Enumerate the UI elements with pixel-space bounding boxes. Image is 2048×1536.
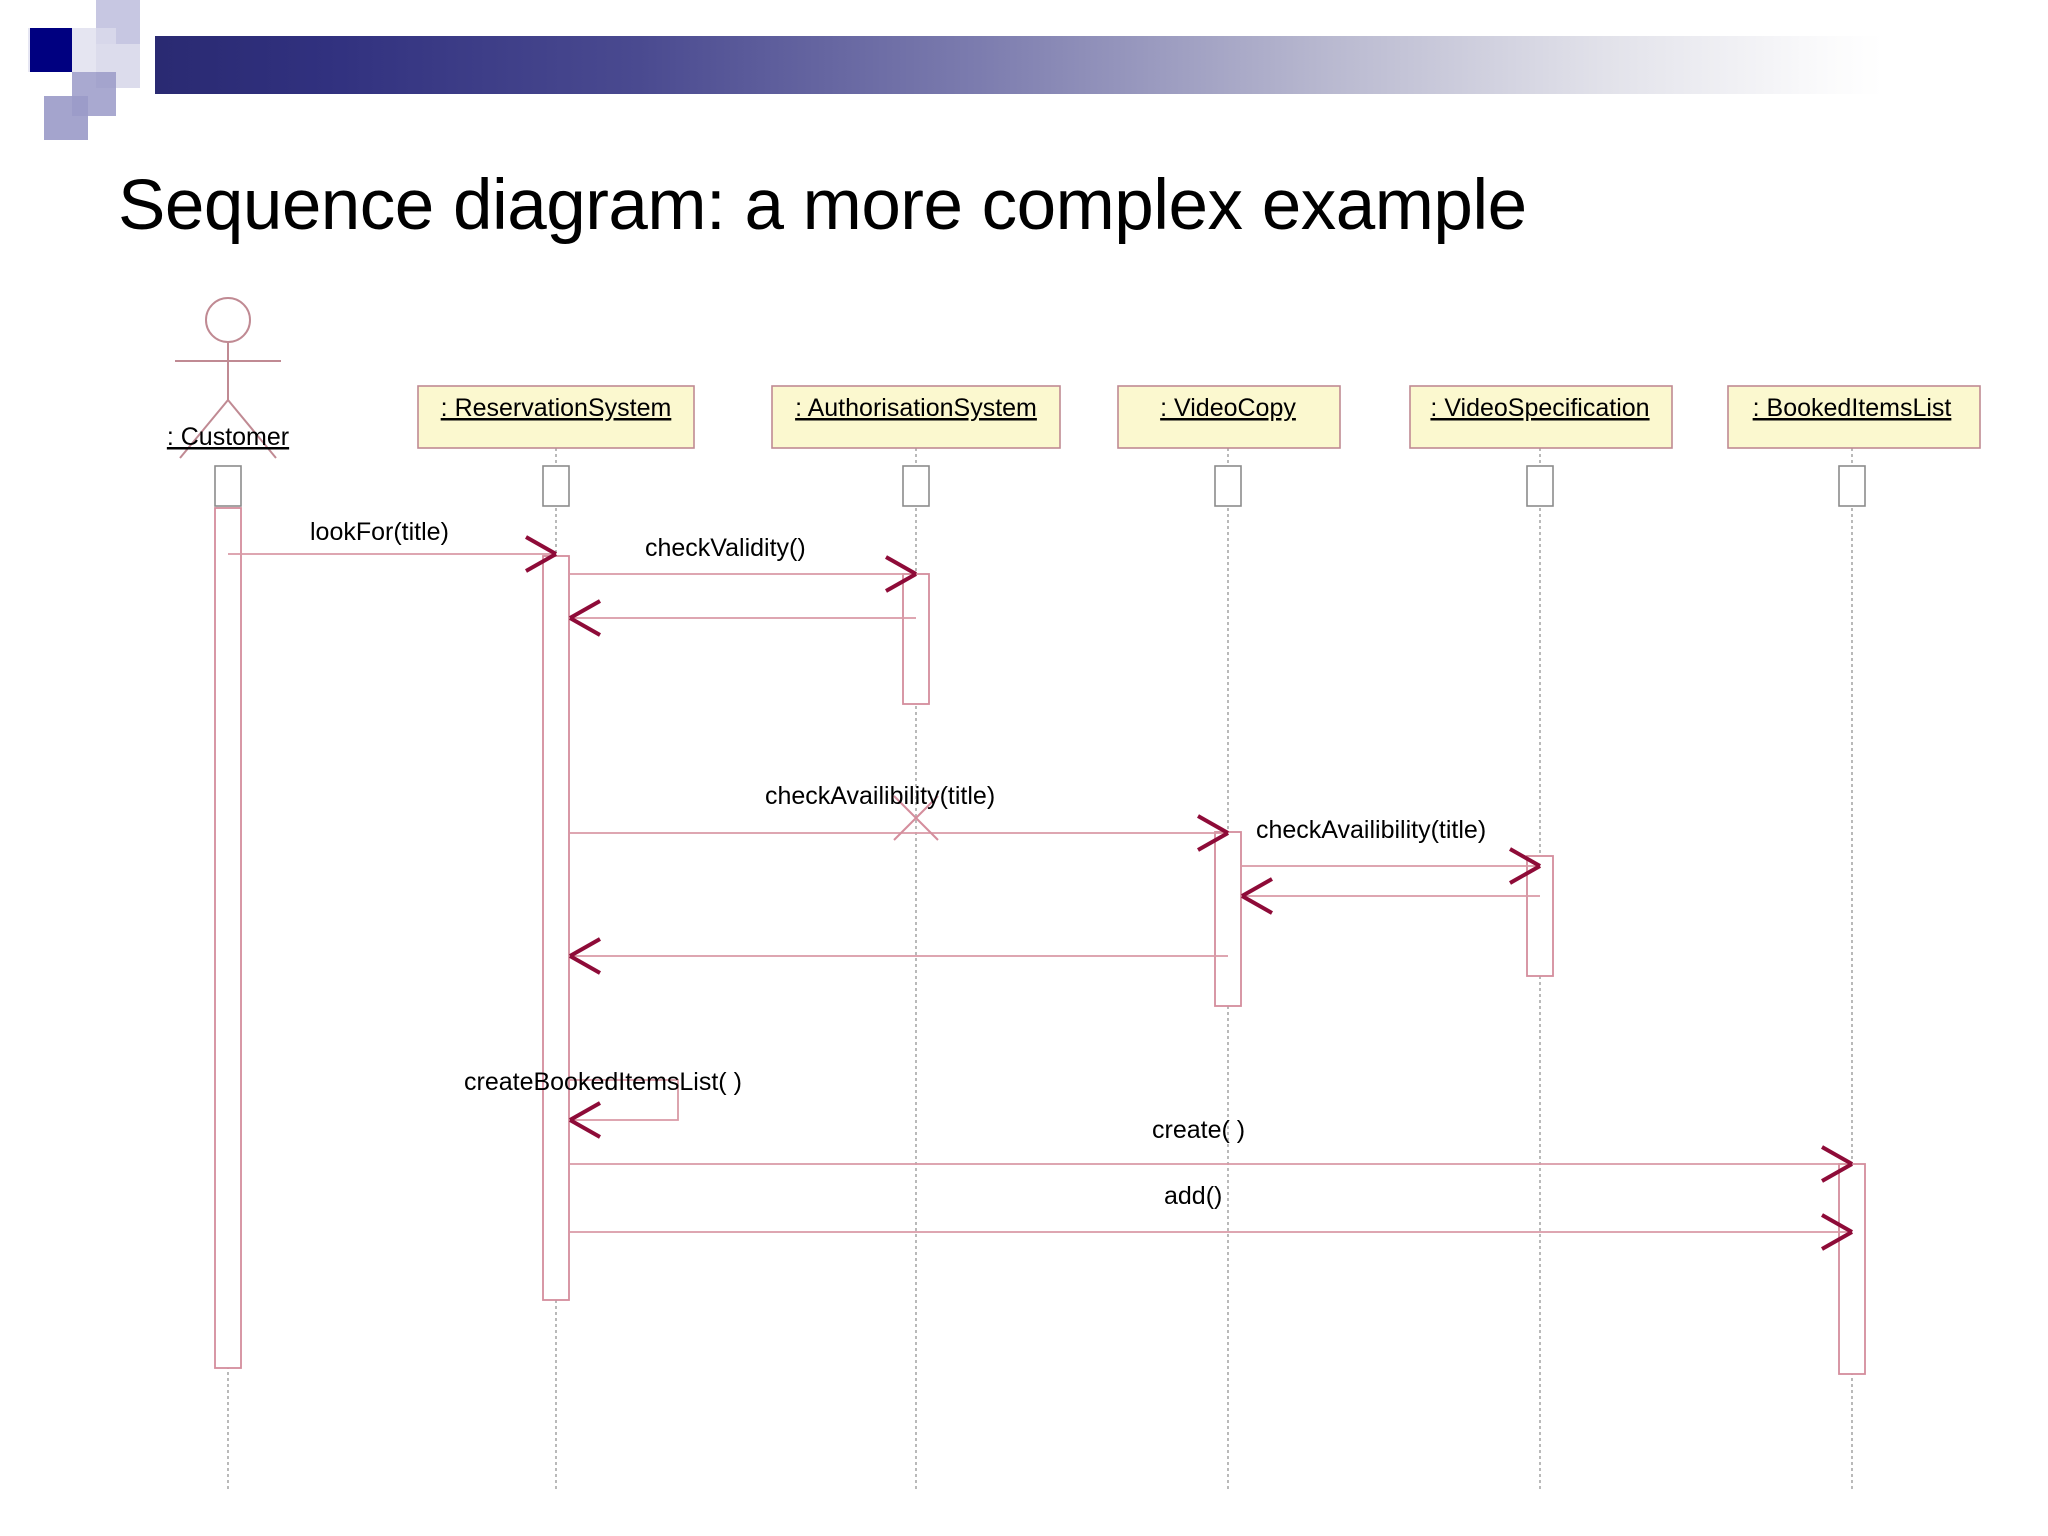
activation-booked-items-list — [1838, 1163, 1866, 1375]
message-create-booked-items-list-arrowhead — [569, 1101, 601, 1139]
page-title: Sequence diagram: a more complex example — [118, 166, 1527, 245]
lifeline-head-customer — [214, 465, 242, 507]
lifeline-head-video-specification — [1526, 465, 1554, 507]
message-create-arrowhead-upper — [1821, 1145, 1853, 1166]
lifeline-head-authorisation-system — [902, 465, 930, 507]
message-checkavailibility-copy-return-arrowhead — [569, 937, 601, 975]
participant-label-authorisation-system: : AuthorisationSystem — [795, 394, 1037, 422]
message-checkavailibility-spec-arrowhead-lower — [1509, 864, 1541, 885]
message-lookfor-arrowhead-lower — [525, 552, 557, 573]
participant-boxes-group — [417, 385, 1981, 449]
message-checkavailibility-spec-return-arrowhead — [1241, 877, 1273, 915]
lifelines-group — [227, 448, 1853, 1490]
message-checkvalidity-arrowhead-upper — [885, 555, 917, 576]
activation-authorisation-system — [902, 573, 930, 705]
participant-label-video-copy: : VideoCopy — [1160, 394, 1296, 422]
message-add-arrowhead — [1821, 1213, 1853, 1251]
lifeline-head-reservation-system — [542, 465, 570, 507]
message-checkavailibility-spec-arrowhead-upper — [1509, 847, 1541, 868]
activation-bars-group — [214, 507, 1866, 1375]
participant-box-video-copy[interactable] — [1117, 385, 1341, 449]
actor-leg-right-icon — [227, 399, 277, 459]
activation-video-copy — [1214, 831, 1242, 1007]
message-checkavailibility-copy-arrowhead — [1197, 814, 1229, 852]
participant-label-booked-items-list: : BookedItemsList — [1753, 394, 1952, 422]
message-create-booked-items-list-arrowhead-upper — [569, 1101, 601, 1122]
actor-head-icon — [205, 297, 251, 343]
message-lookfor-label: lookFor(title) — [310, 518, 449, 546]
message-create-booked-items-list-label: createBookedItemsList( ) — [464, 1068, 742, 1096]
message-checkvalidity-return-arrowhead-lower — [569, 616, 601, 637]
message-checkvalidity-arrowhead-lower — [885, 572, 917, 593]
lifeline-heads-group — [214, 465, 1866, 507]
message-checkavailibility-copy-label: checkAvailibility(title) — [765, 782, 995, 810]
actor-leg-left-icon — [179, 399, 229, 459]
message-create-arrowhead-lower — [1821, 1162, 1853, 1183]
message-add-arrowhead-lower — [1821, 1230, 1853, 1251]
message-checkavailibility-copy-return-arrowhead-upper — [569, 937, 601, 958]
messages-group — [228, 535, 1853, 1251]
activation-customer — [214, 507, 242, 1369]
lifeline-head-booked-items-list — [1838, 465, 1866, 507]
activation-reservation-system — [542, 555, 570, 1301]
actor-label-customer: : Customer — [167, 423, 289, 451]
message-checkvalidity-arrowhead — [885, 555, 917, 593]
activation-video-specification — [1526, 855, 1554, 977]
text-labels-group: : Customer : ReservationSystem : Authorisa… — [167, 394, 1952, 1210]
message-checkavailibility-copy-arrowhead-lower — [1197, 831, 1229, 852]
message-checkvalidity-label: checkValidity() — [645, 534, 806, 562]
participant-box-video-specification[interactable] — [1409, 385, 1673, 449]
message-checkavailibility-spec-arrowhead — [1509, 847, 1541, 885]
message-checkvalidity-return-arrowhead — [569, 599, 601, 637]
participant-label-reservation-system: : ReservationSystem — [441, 394, 672, 422]
message-create-booked-items-list-line[interactable] — [570, 1079, 679, 1121]
message-create-arrowhead — [1821, 1145, 1853, 1183]
message-create-booked-items-list-arrowhead-lower — [569, 1118, 601, 1139]
participant-label-video-specification: : VideoSpecification — [1430, 394, 1649, 422]
participant-box-reservation-system[interactable] — [417, 385, 695, 449]
destroy-authorisation-system-stroke-2 — [893, 795, 939, 841]
message-checkvalidity-return-arrowhead-upper — [569, 599, 601, 620]
participant-box-booked-items-list[interactable] — [1727, 385, 1981, 449]
message-checkavailibility-copy-return-arrowhead-lower — [569, 954, 601, 975]
message-checkavailibility-spec-return-arrowhead-lower — [1241, 894, 1273, 915]
message-add-arrowhead-upper — [1821, 1213, 1853, 1234]
message-create-label: create( ) — [1152, 1116, 1245, 1144]
message-checkavailibility-copy-arrowhead-upper — [1197, 814, 1229, 835]
lifeline-head-video-copy — [1214, 465, 1242, 507]
message-lookfor-arrowhead-upper — [525, 535, 557, 556]
message-checkavailibility-spec-label: checkAvailibility(title) — [1256, 816, 1486, 844]
message-lookfor-arrowhead — [525, 535, 557, 573]
message-checkavailibility-spec-return-arrowhead-upper — [1241, 877, 1273, 898]
message-add-label: add() — [1164, 1182, 1222, 1210]
actor-group — [175, 297, 281, 459]
participant-box-authorisation-system[interactable] — [771, 385, 1061, 449]
destruction-markers-group — [893, 795, 939, 841]
